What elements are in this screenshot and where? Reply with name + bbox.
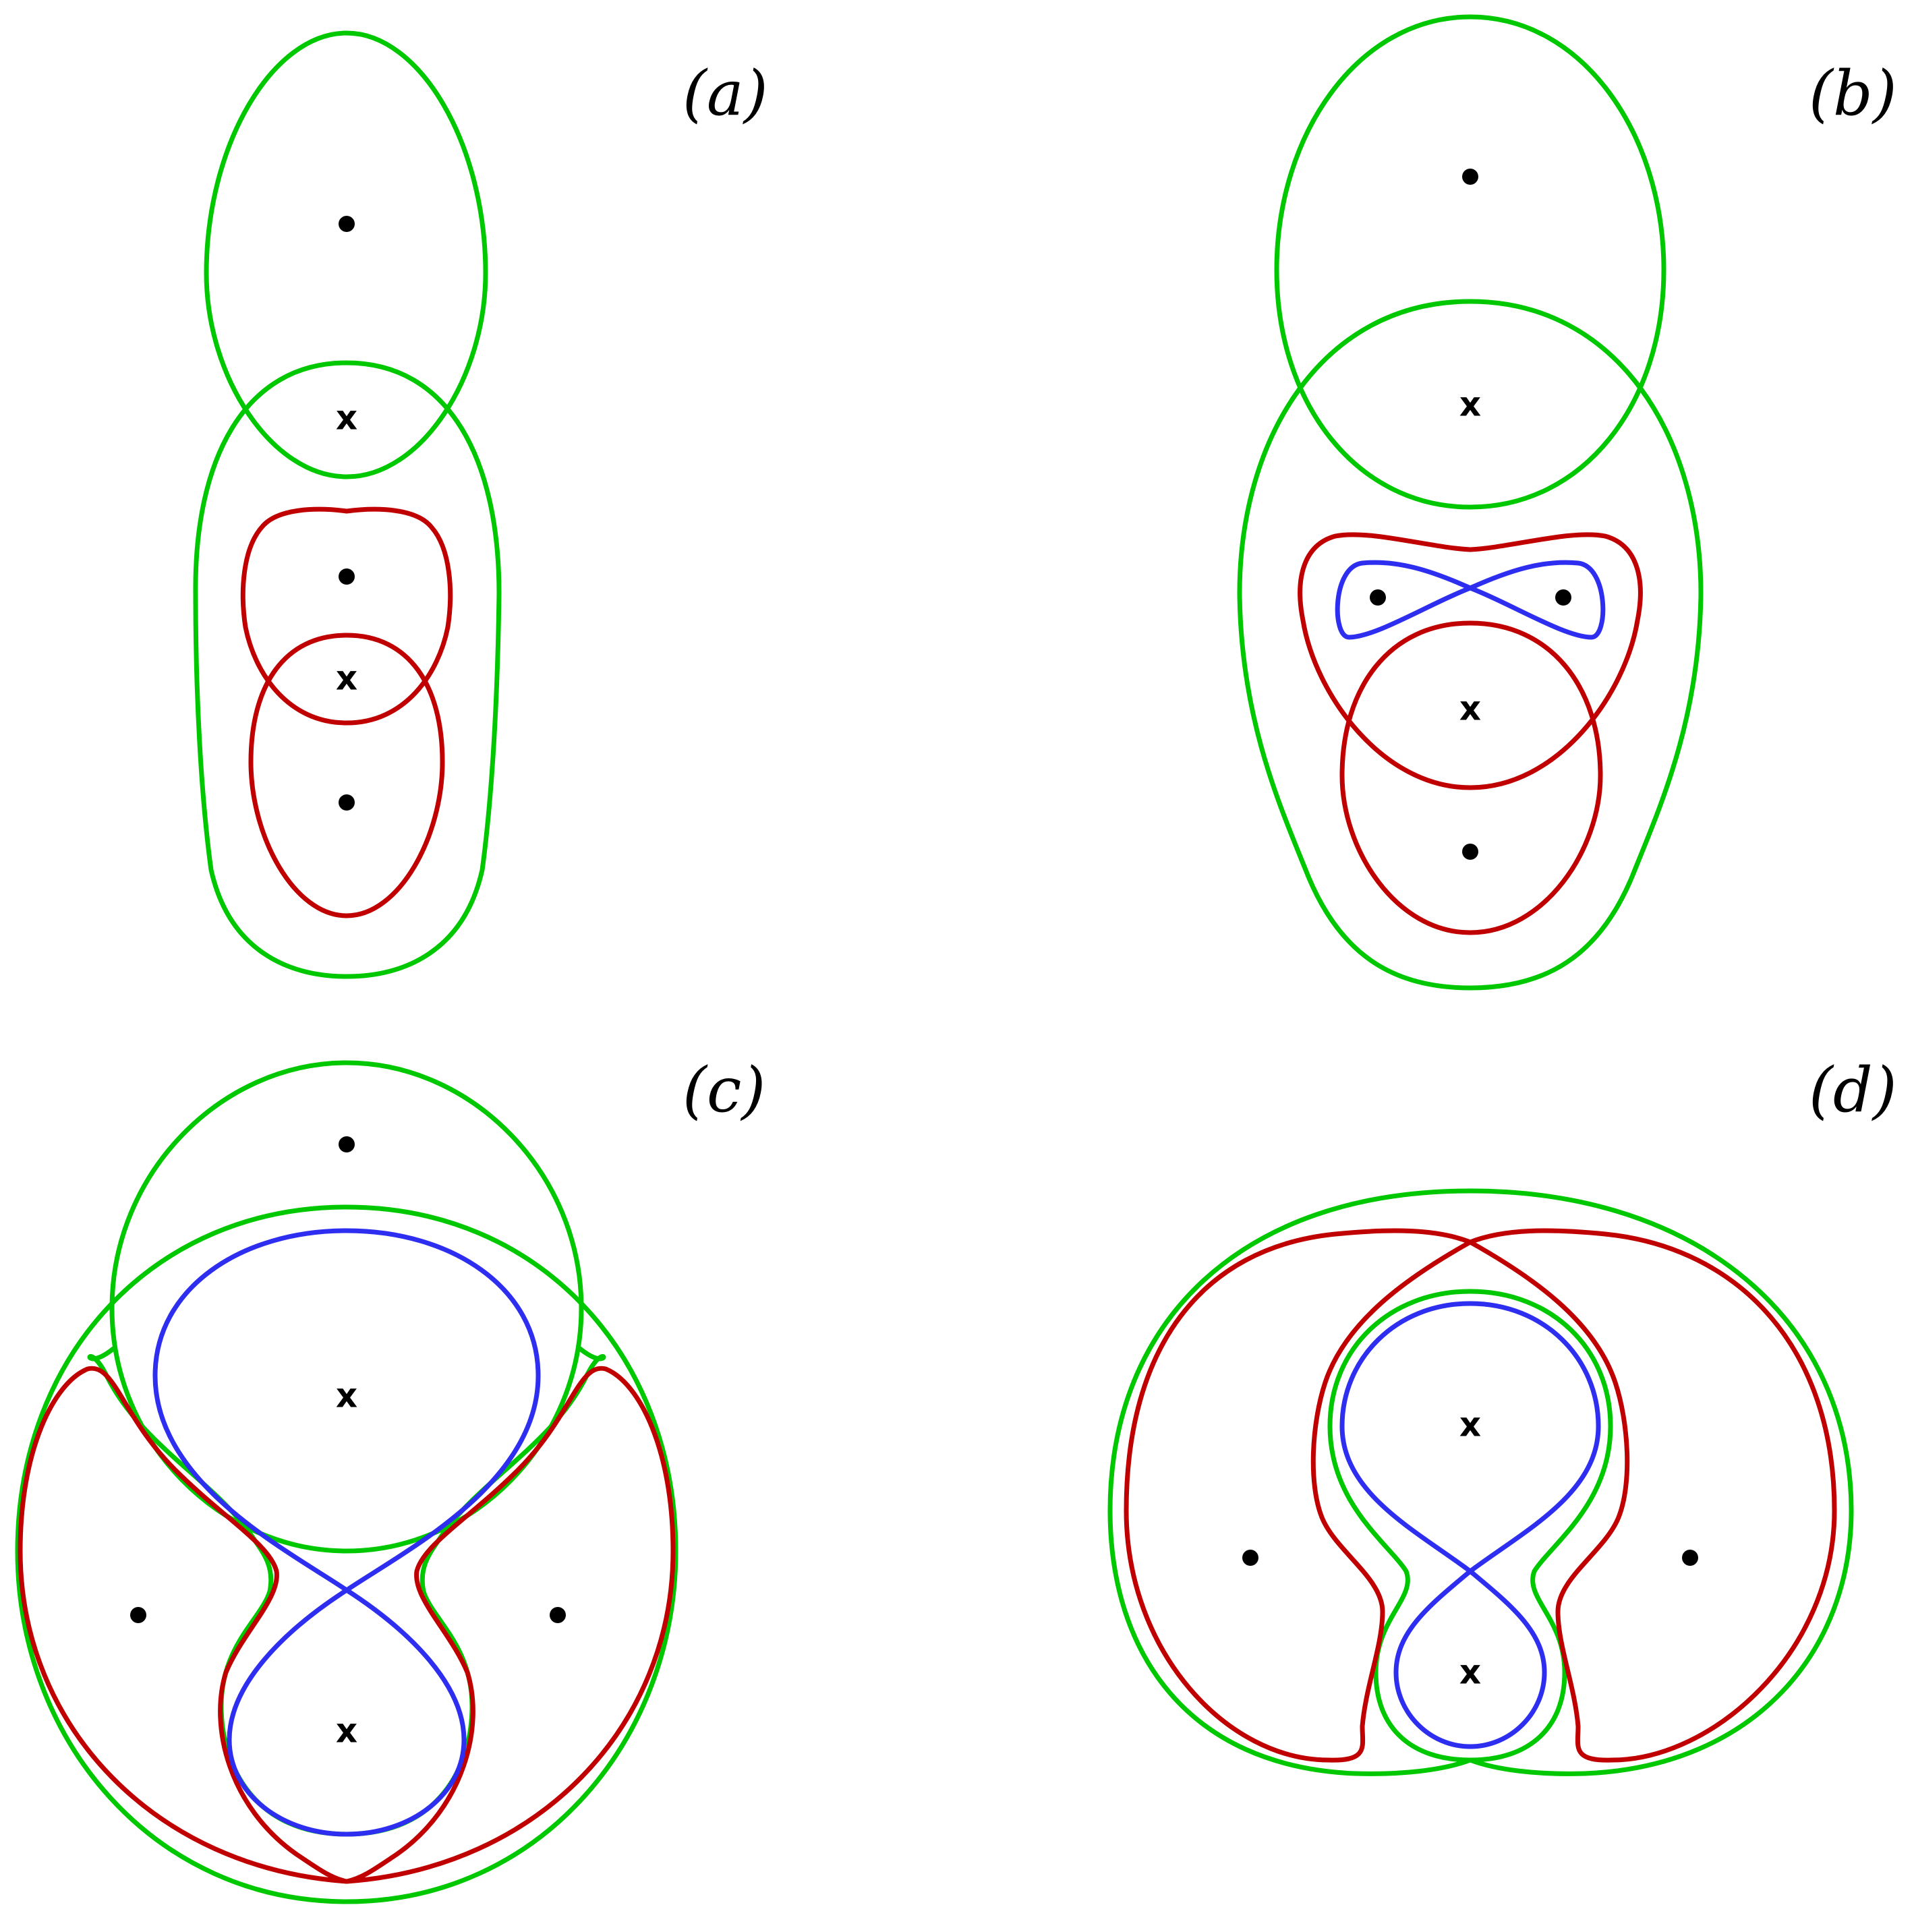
panel-b-center-point-top [1462, 169, 1478, 185]
panel-c-label: (c) [683, 1054, 765, 1126]
panel-b-saddle-mark-upper: x [1459, 385, 1481, 424]
panel-a-center-point-top [339, 216, 355, 232]
panel-c-saddle-mark-upper: x [336, 1376, 357, 1415]
panel-a-center-point-bottom [339, 794, 355, 811]
panel-a-green-lower-curve [193, 360, 502, 979]
panel-c: x x (c) [15, 1054, 765, 1904]
panel-d-label: (d) [1809, 1054, 1897, 1126]
panel-a-label: (a) [683, 57, 768, 129]
panel-a-center-point-middle [339, 568, 355, 585]
panel-a-red-lower-curve [248, 633, 445, 918]
panel-d-saddle-mark-lower: x [1459, 1653, 1481, 1692]
panel-d-green-inner-curve [1327, 1289, 1613, 1763]
panel-b-center-point-right [1555, 589, 1571, 606]
panel-c-red-curve [18, 1366, 676, 1884]
panel-c-center-point-left [130, 1607, 146, 1623]
panel-b-red-upper-curve [1298, 532, 1643, 790]
panel-b: x x (b) [1237, 14, 1897, 991]
panel-c-green-upper-circle [109, 1060, 584, 1554]
panel-d: x x (d) [1107, 1054, 1897, 1776]
panel-c-green-inner-curve-left [87, 1346, 349, 1837]
panel-d-center-point-left [1242, 1550, 1258, 1566]
panel-c-saddle-mark-lower: x [336, 1711, 357, 1751]
panel-c-center-point-top [339, 1136, 355, 1152]
panel-b-label: (b) [1809, 57, 1897, 129]
panel-d-red-curve [1124, 1228, 1837, 1763]
panel-c-blue-figure-eight-curve [152, 1228, 541, 1837]
panel-a-green-upper-curve [204, 30, 488, 479]
panel-c-center-point-right [550, 1607, 566, 1623]
panel-b-saddle-mark-lower: x [1459, 689, 1481, 728]
panel-d-blue-figure-eight-curve [1339, 1301, 1601, 1749]
panel-b-red-lower-curve [1339, 620, 1603, 935]
panel-d-saddle-mark-upper: x [1459, 1405, 1481, 1444]
panel-d-center-point-right [1682, 1550, 1698, 1566]
panel-c-green-inner-curve [344, 1346, 606, 1837]
panel-b-center-point-bottom [1462, 844, 1478, 860]
panel-c-green-outer-curve [15, 1204, 678, 1904]
panel-b-green-lower-curve [1237, 299, 1704, 991]
panel-b-blue-figure-eight-curve [1335, 560, 1606, 640]
panel-a: x x (a) [193, 30, 768, 979]
panel-b-center-point-left [1370, 589, 1386, 606]
panel-a-red-upper-curve [240, 506, 453, 726]
panel-b-green-upper-curve [1274, 14, 1666, 510]
panel-a-saddle-mark-upper: x [336, 399, 357, 438]
panel-a-saddle-mark-lower: x [336, 659, 357, 698]
